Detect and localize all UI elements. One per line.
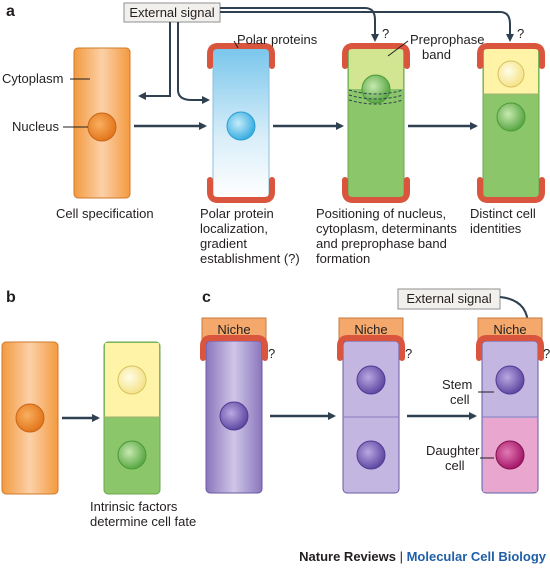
polar-protein-cap: [476, 335, 544, 361]
external-signal-box: [397, 288, 501, 310]
stem-cell-label: Stem cell: [442, 377, 476, 407]
preprophase-label-2: band: [422, 47, 451, 62]
question-mark: ?: [405, 346, 412, 361]
polar-protein-cap-bottom: [477, 177, 545, 203]
caption-line: and preprophase band: [316, 236, 447, 251]
preprophase-leader: [387, 40, 409, 57]
niche-label: Niche: [493, 322, 526, 337]
external-signal-label: External signal: [406, 291, 491, 306]
stem-nucleus: [495, 365, 525, 395]
nucleus-upper: [497, 60, 525, 88]
caption-cell-specification: Cell specification: [56, 206, 154, 221]
nucleus-label: Nucleus: [12, 119, 59, 134]
signal-arrow-to-cell-2: [177, 22, 210, 104]
nucleus: [87, 112, 117, 142]
polar-protein-cap: [200, 335, 268, 361]
niche-label: Niche: [217, 322, 250, 337]
nucleus-lower: [356, 440, 386, 470]
preprophase-label-1: Preprophase: [410, 32, 484, 47]
caption-line: localization,: [200, 221, 268, 236]
external-signal-label: External signal: [129, 5, 214, 20]
caption-line: identities: [470, 221, 522, 236]
signal-arrow-to-cell-4: [220, 11, 514, 42]
polar-proteins-leader: [233, 40, 239, 49]
panel-c-label: c: [202, 289, 211, 306]
daughter-nucleus: [495, 440, 525, 470]
question-mark-1: ?: [382, 26, 389, 41]
polar-protein-cap-bottom: [207, 177, 275, 203]
polar-protein-cap-top: [342, 43, 410, 69]
cytoplasm-label: Cytoplasm: [2, 71, 63, 86]
nucleus: [361, 74, 391, 104]
nucleus: [226, 111, 256, 141]
panel-a-label: a: [6, 3, 15, 20]
caption-polar-protein: Polar protein localization, gradient est…: [200, 206, 300, 266]
caption-line: Polar protein: [200, 206, 274, 221]
caption-distinct-identities: Distinct cell identities: [470, 206, 539, 236]
polar-protein-cap-top: [207, 43, 275, 69]
caption-line: Stem: [442, 377, 472, 392]
caption-intrinsic-factors: Intrinsic factors determine cell fate: [90, 499, 196, 529]
polar-proteins-label: Polar proteins: [237, 32, 318, 47]
journal-name: Nature Reviews: [299, 549, 396, 564]
panel-b-label: b: [6, 289, 16, 306]
caption-positioning: Positioning of nucleus, cytoplasm, deter…: [316, 206, 461, 266]
nucleus-upper: [117, 365, 147, 395]
signal-arrow-to-cell-1: [138, 22, 171, 100]
question-mark-2: ?: [517, 26, 524, 41]
polar-protein-cap: [337, 335, 405, 361]
nucleus-upper: [356, 365, 386, 395]
question-mark: ?: [268, 346, 275, 361]
caption-line: determine cell fate: [90, 514, 196, 529]
nucleus-lower: [496, 102, 526, 132]
nucleus-lower: [117, 440, 147, 470]
caption-line: cell: [445, 458, 465, 473]
caption-line: cytoplasm, determinants: [316, 221, 457, 236]
caption-line: formation: [316, 251, 370, 266]
polar-protein-cap-top: [477, 43, 545, 69]
caption-line: cell: [450, 392, 470, 407]
journal-separator: |: [396, 549, 407, 564]
caption-line: Intrinsic factors: [90, 499, 178, 514]
nucleus: [15, 403, 45, 433]
polar-protein-cap-bottom: [342, 177, 410, 203]
question-mark: ?: [543, 346, 550, 361]
journal-credit: Nature Reviews | Molecular Cell Biology: [299, 549, 547, 564]
caption-line: Distinct cell: [470, 206, 536, 221]
preprophase-band: [348, 89, 404, 105]
caption-line: Cell specification: [56, 206, 154, 221]
caption-line: establishment (?): [200, 251, 300, 266]
caption-line: gradient: [200, 236, 247, 251]
caption-line: Daughter: [426, 443, 480, 458]
niche-label: Niche: [354, 322, 387, 337]
journal-section: Molecular Cell Biology: [407, 549, 547, 564]
nucleus: [219, 401, 249, 431]
daughter-cell-label: Daughter cell: [426, 443, 483, 473]
caption-line: Positioning of nucleus,: [316, 206, 446, 221]
